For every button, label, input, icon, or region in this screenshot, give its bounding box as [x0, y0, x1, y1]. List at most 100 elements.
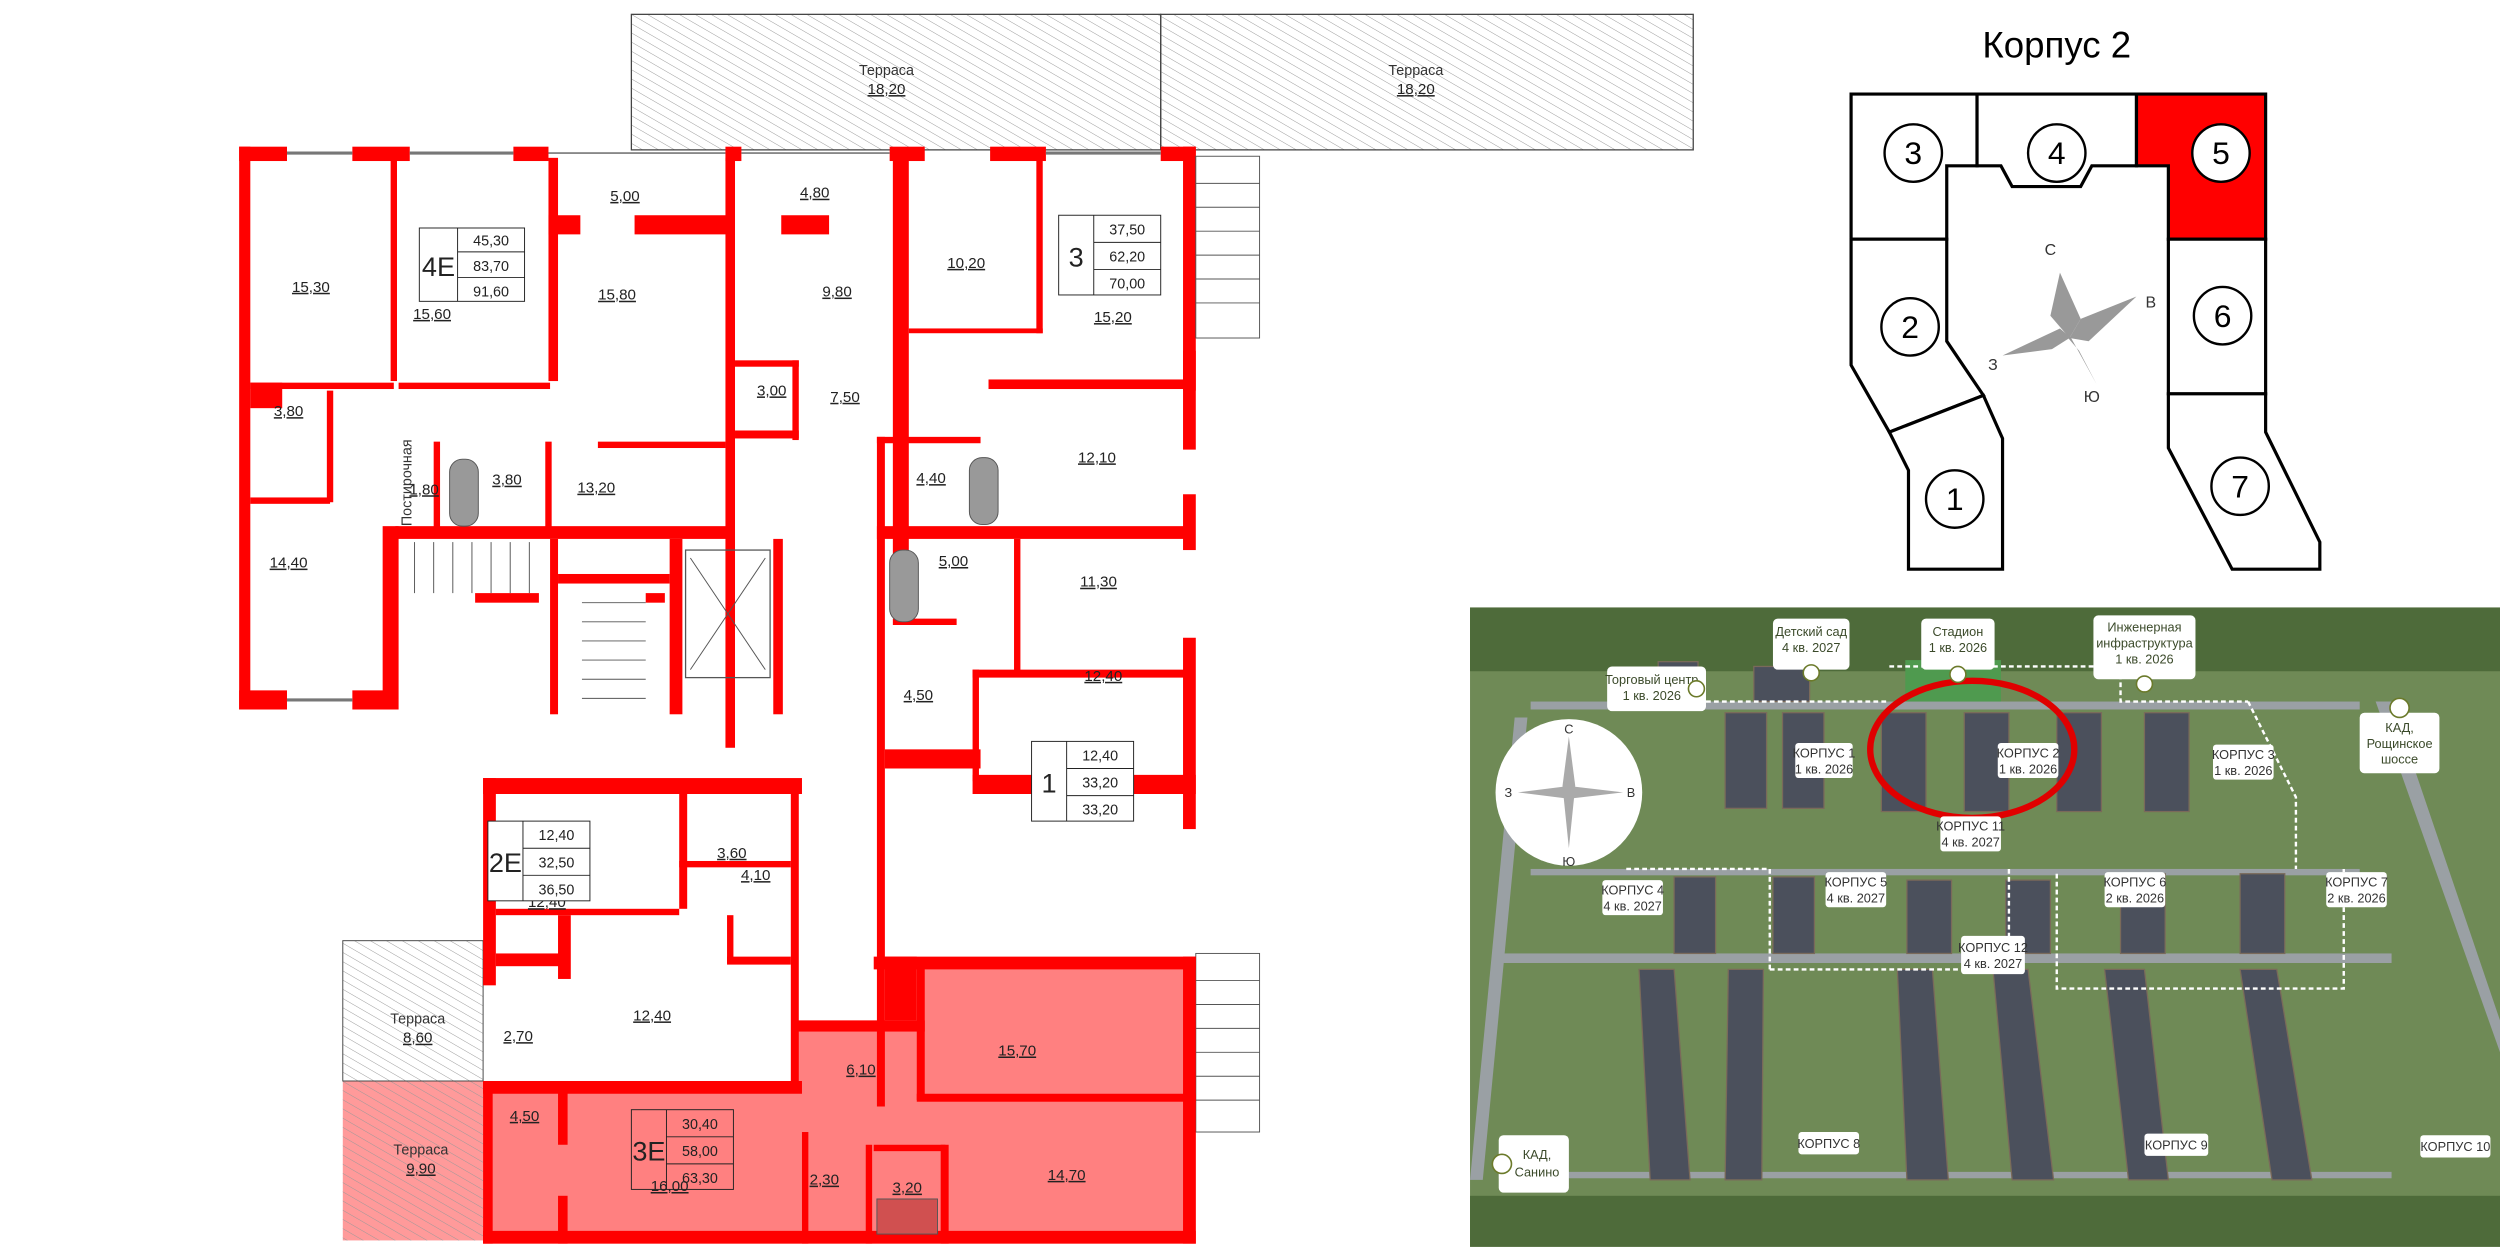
svg-text:КОРПУС 5: КОРПУС 5: [1824, 874, 1887, 889]
room-area: 5,00: [939, 553, 968, 570]
apartment-box-2e[interactable]: 2Е 12,40 32,50 36,50: [487, 820, 591, 902]
svg-text:С: С: [2045, 242, 2057, 259]
terrace-top-left[interactable]: Терраса 18,20: [630, 13, 1162, 151]
room-area: 6,10: [846, 1062, 875, 1079]
svg-text:4 кв. 2027: 4 кв. 2027: [1782, 640, 1840, 655]
total-area-with-terrace: 70,00: [1109, 277, 1145, 293]
room-area: 3,60: [717, 845, 746, 862]
bathtub-icon: [968, 457, 999, 526]
total-area-with-terrace: 63,30: [682, 1171, 718, 1187]
building-label[interactable]: КОРПУС 8: [1797, 1132, 1860, 1155]
key-plan-title: Корпус 2: [1982, 24, 2131, 65]
total-area-with-terrace: 33,20: [1082, 803, 1118, 819]
room-area: 10,20: [947, 255, 985, 272]
total-area: 58,00: [682, 1144, 718, 1160]
svg-text:4 кв. 2027: 4 кв. 2027: [1941, 835, 1999, 850]
room-area: 14,40: [270, 555, 308, 572]
building-label[interactable]: КОРПУС 62 кв. 2026: [2103, 872, 2166, 908]
room-area: 2,30: [810, 1172, 839, 1189]
building-label[interactable]: КОРПУС 44 кв. 2027: [1601, 880, 1664, 916]
section-number: 5: [2212, 135, 2230, 171]
living-area: 12,40: [539, 828, 575, 844]
terrace-label: Терраса: [390, 1012, 445, 1028]
callout-infrastructure[interactable]: Инженерная инфраструктура 1 кв. 2026: [2093, 615, 2196, 693]
svg-text:2 кв. 2026: 2 кв. 2026: [2106, 890, 2164, 905]
terrace-label: Терраса: [859, 63, 914, 79]
terrace-8-60[interactable]: [342, 940, 484, 1082]
apartment-box-1[interactable]: 1 12,40 33,20 33,20: [1031, 740, 1135, 822]
building-label[interactable]: КОРПУС 54 кв. 2027: [1824, 872, 1887, 908]
laundry-label: Постирочная: [399, 439, 415, 526]
apartment-type: 1: [1042, 767, 1057, 798]
room-area: 13,20: [577, 480, 615, 497]
room-area: 3,00: [757, 382, 786, 399]
total-area: 83,70: [473, 259, 509, 275]
svg-text:1 кв. 2026: 1 кв. 2026: [1795, 761, 1853, 776]
terrace-area: 18,20: [868, 81, 906, 98]
svg-text:КОРПУС 1: КОРПУС 1: [1793, 745, 1856, 760]
room-area: 1,80: [409, 481, 438, 498]
svg-text:КОРПУС 9: КОРПУС 9: [2145, 1138, 2208, 1153]
total-area: 33,20: [1082, 776, 1118, 792]
svg-text:Стадион: Стадион: [1933, 624, 1984, 639]
bathtub-icon: [889, 549, 919, 623]
svg-text:З: З: [1504, 785, 1512, 800]
callout-shopping-center[interactable]: Торговый центр 1 кв. 2026: [1605, 666, 1706, 712]
room-area: 12,10: [1078, 449, 1116, 466]
terrace-label: Терраса: [393, 1142, 448, 1158]
room-area: 12,40: [1084, 668, 1122, 685]
room-area: 7,50: [830, 389, 859, 406]
building-label[interactable]: КОРПУС 9: [2144, 1133, 2209, 1156]
living-area: 12,40: [1082, 749, 1118, 765]
svg-text:шоссе: шоссе: [2381, 752, 2418, 767]
callout-kad-sanino[interactable]: КАД, Санино: [1491, 1135, 1569, 1193]
building-label-selected[interactable]: КОРПУС 21 кв. 2026: [1997, 742, 2060, 779]
room-area: 4,10: [741, 867, 770, 884]
building-label[interactable]: КОРПУС 114 кв. 2027: [1936, 816, 2005, 852]
room-area: 9,80: [822, 284, 851, 301]
total-area: 62,20: [1109, 249, 1145, 265]
svg-text:Ю: Ю: [1562, 854, 1575, 869]
building-label[interactable]: КОРПУС 11 кв. 2026: [1793, 742, 1856, 779]
building-label[interactable]: КОРПУС 124 кв. 2027: [1958, 935, 2028, 975]
apartment-box-3e[interactable]: 3Е 30,40 58,00 63,30: [630, 1109, 734, 1190]
svg-text:1 кв. 2026: 1 кв. 2026: [2115, 651, 2173, 666]
terrace-area: 8,60: [403, 1030, 432, 1047]
building-label[interactable]: КОРПУС 31 кв. 2026: [2212, 744, 2275, 780]
svg-text:КОРПУС 11: КОРПУС 11: [1936, 819, 2005, 834]
svg-text:КОРПУС 7: КОРПУС 7: [2325, 874, 2388, 889]
building-label[interactable]: КОРПУС 72 кв. 2026: [2325, 872, 2388, 908]
room-area: 5,00: [610, 188, 639, 205]
room-area: 15,80: [598, 287, 636, 304]
apartment-box-4e[interactable]: 4Е 45,30 83,70 91,60: [418, 227, 526, 302]
svg-text:КОРПУС 4: КОРПУС 4: [1601, 882, 1664, 897]
building-label[interactable]: КОРПУС 10: [2420, 1135, 2491, 1158]
svg-text:4 кв. 2027: 4 кв. 2027: [1603, 898, 1661, 913]
total-area: 32,50: [539, 855, 575, 871]
apartment-3e-highlight[interactable]: [342, 961, 1196, 1244]
svg-text:1 кв. 2026: 1 кв. 2026: [1623, 688, 1681, 703]
svg-text:1 кв. 2026: 1 кв. 2026: [1999, 761, 2057, 776]
terrace-label: Терраса: [1388, 63, 1443, 79]
svg-text:Санино: Санино: [1515, 1165, 1560, 1180]
svg-text:2 кв. 2026: 2 кв. 2026: [2327, 890, 2385, 905]
room-area: 4,50: [510, 1108, 539, 1125]
section-number: 2: [1901, 309, 1919, 345]
terrace-top-right[interactable]: Терраса 18,20: [1160, 13, 1694, 151]
living-area: 37,50: [1109, 222, 1145, 238]
living-area: 45,30: [473, 234, 509, 250]
svg-text:В: В: [2146, 295, 2157, 312]
svg-text:З: З: [1988, 357, 1998, 374]
room-area: 4,50: [904, 687, 933, 704]
apartment-box-3[interactable]: 3 37,50 62,20 70,00: [1058, 214, 1162, 296]
room-area: 15,20: [1094, 309, 1132, 326]
callout-kindergarten[interactable]: Детский сад 4 кв. 2027: [1772, 618, 1850, 682]
room-area: 3,80: [274, 403, 303, 420]
room-areas: 5,00 4,80 15,30 15,60 15,80 9,80 10,20 1…: [270, 185, 1132, 1197]
svg-text:Ю: Ю: [2084, 389, 2100, 406]
callout-stadium[interactable]: Стадион 1 кв. 2026: [1921, 618, 1995, 684]
room-area: 15,60: [413, 306, 451, 323]
callout-kad-roshchinskoe[interactable]: КАД, Рощинское шоссе: [2359, 697, 2440, 774]
svg-text:С: С: [1564, 721, 1573, 736]
